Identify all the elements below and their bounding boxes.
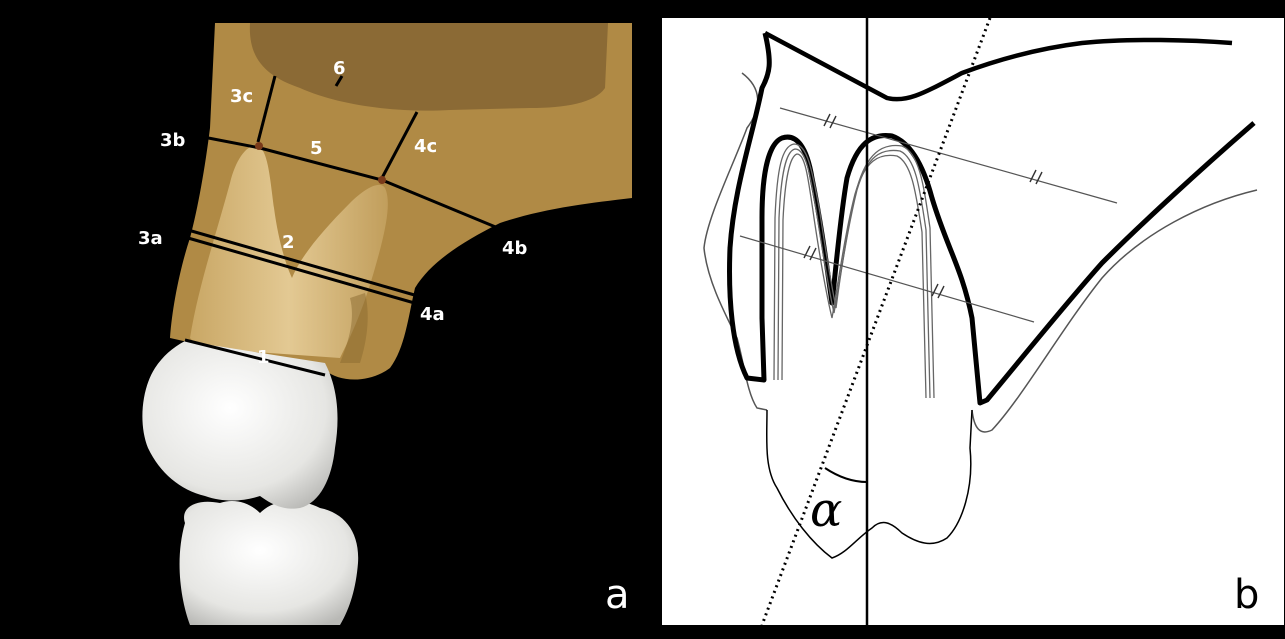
angle-arc [825, 468, 867, 482]
label-3b: 3b [160, 130, 186, 151]
label-3c: 3c [230, 86, 253, 107]
panel-tag-a: a [605, 572, 630, 618]
root-apex-right-dot [378, 176, 386, 184]
label-4a: 4a [420, 304, 445, 325]
molar-crown [142, 341, 337, 509]
lower-tooth-crown [180, 501, 359, 625]
label-2: 2 [282, 232, 295, 253]
label-5: 5 [310, 138, 323, 159]
root-outlines [774, 144, 934, 398]
tooth-axis-dotted-line [762, 18, 990, 625]
panel-a-illustration: 1 2 3a 3b 3c 4a 4b 4c 5 6 a [20, 18, 642, 625]
bold-bone-outline [730, 33, 1254, 403]
panel-tag-b: b [1234, 572, 1259, 618]
label-3a: 3a [138, 228, 163, 249]
label-4c: 4c [414, 136, 437, 157]
tooth-crown-outline [767, 410, 972, 558]
angle-alpha-label: α [810, 482, 842, 538]
bold-top-outline [765, 33, 1232, 99]
panel-b-schematic: α b [662, 18, 1284, 625]
root-apex-left-dot [255, 142, 263, 150]
outer-thin-outline-right [972, 190, 1257, 432]
label-1: 1 [257, 347, 270, 368]
label-4b: 4b [502, 238, 528, 259]
label-6: 6 [333, 58, 346, 79]
